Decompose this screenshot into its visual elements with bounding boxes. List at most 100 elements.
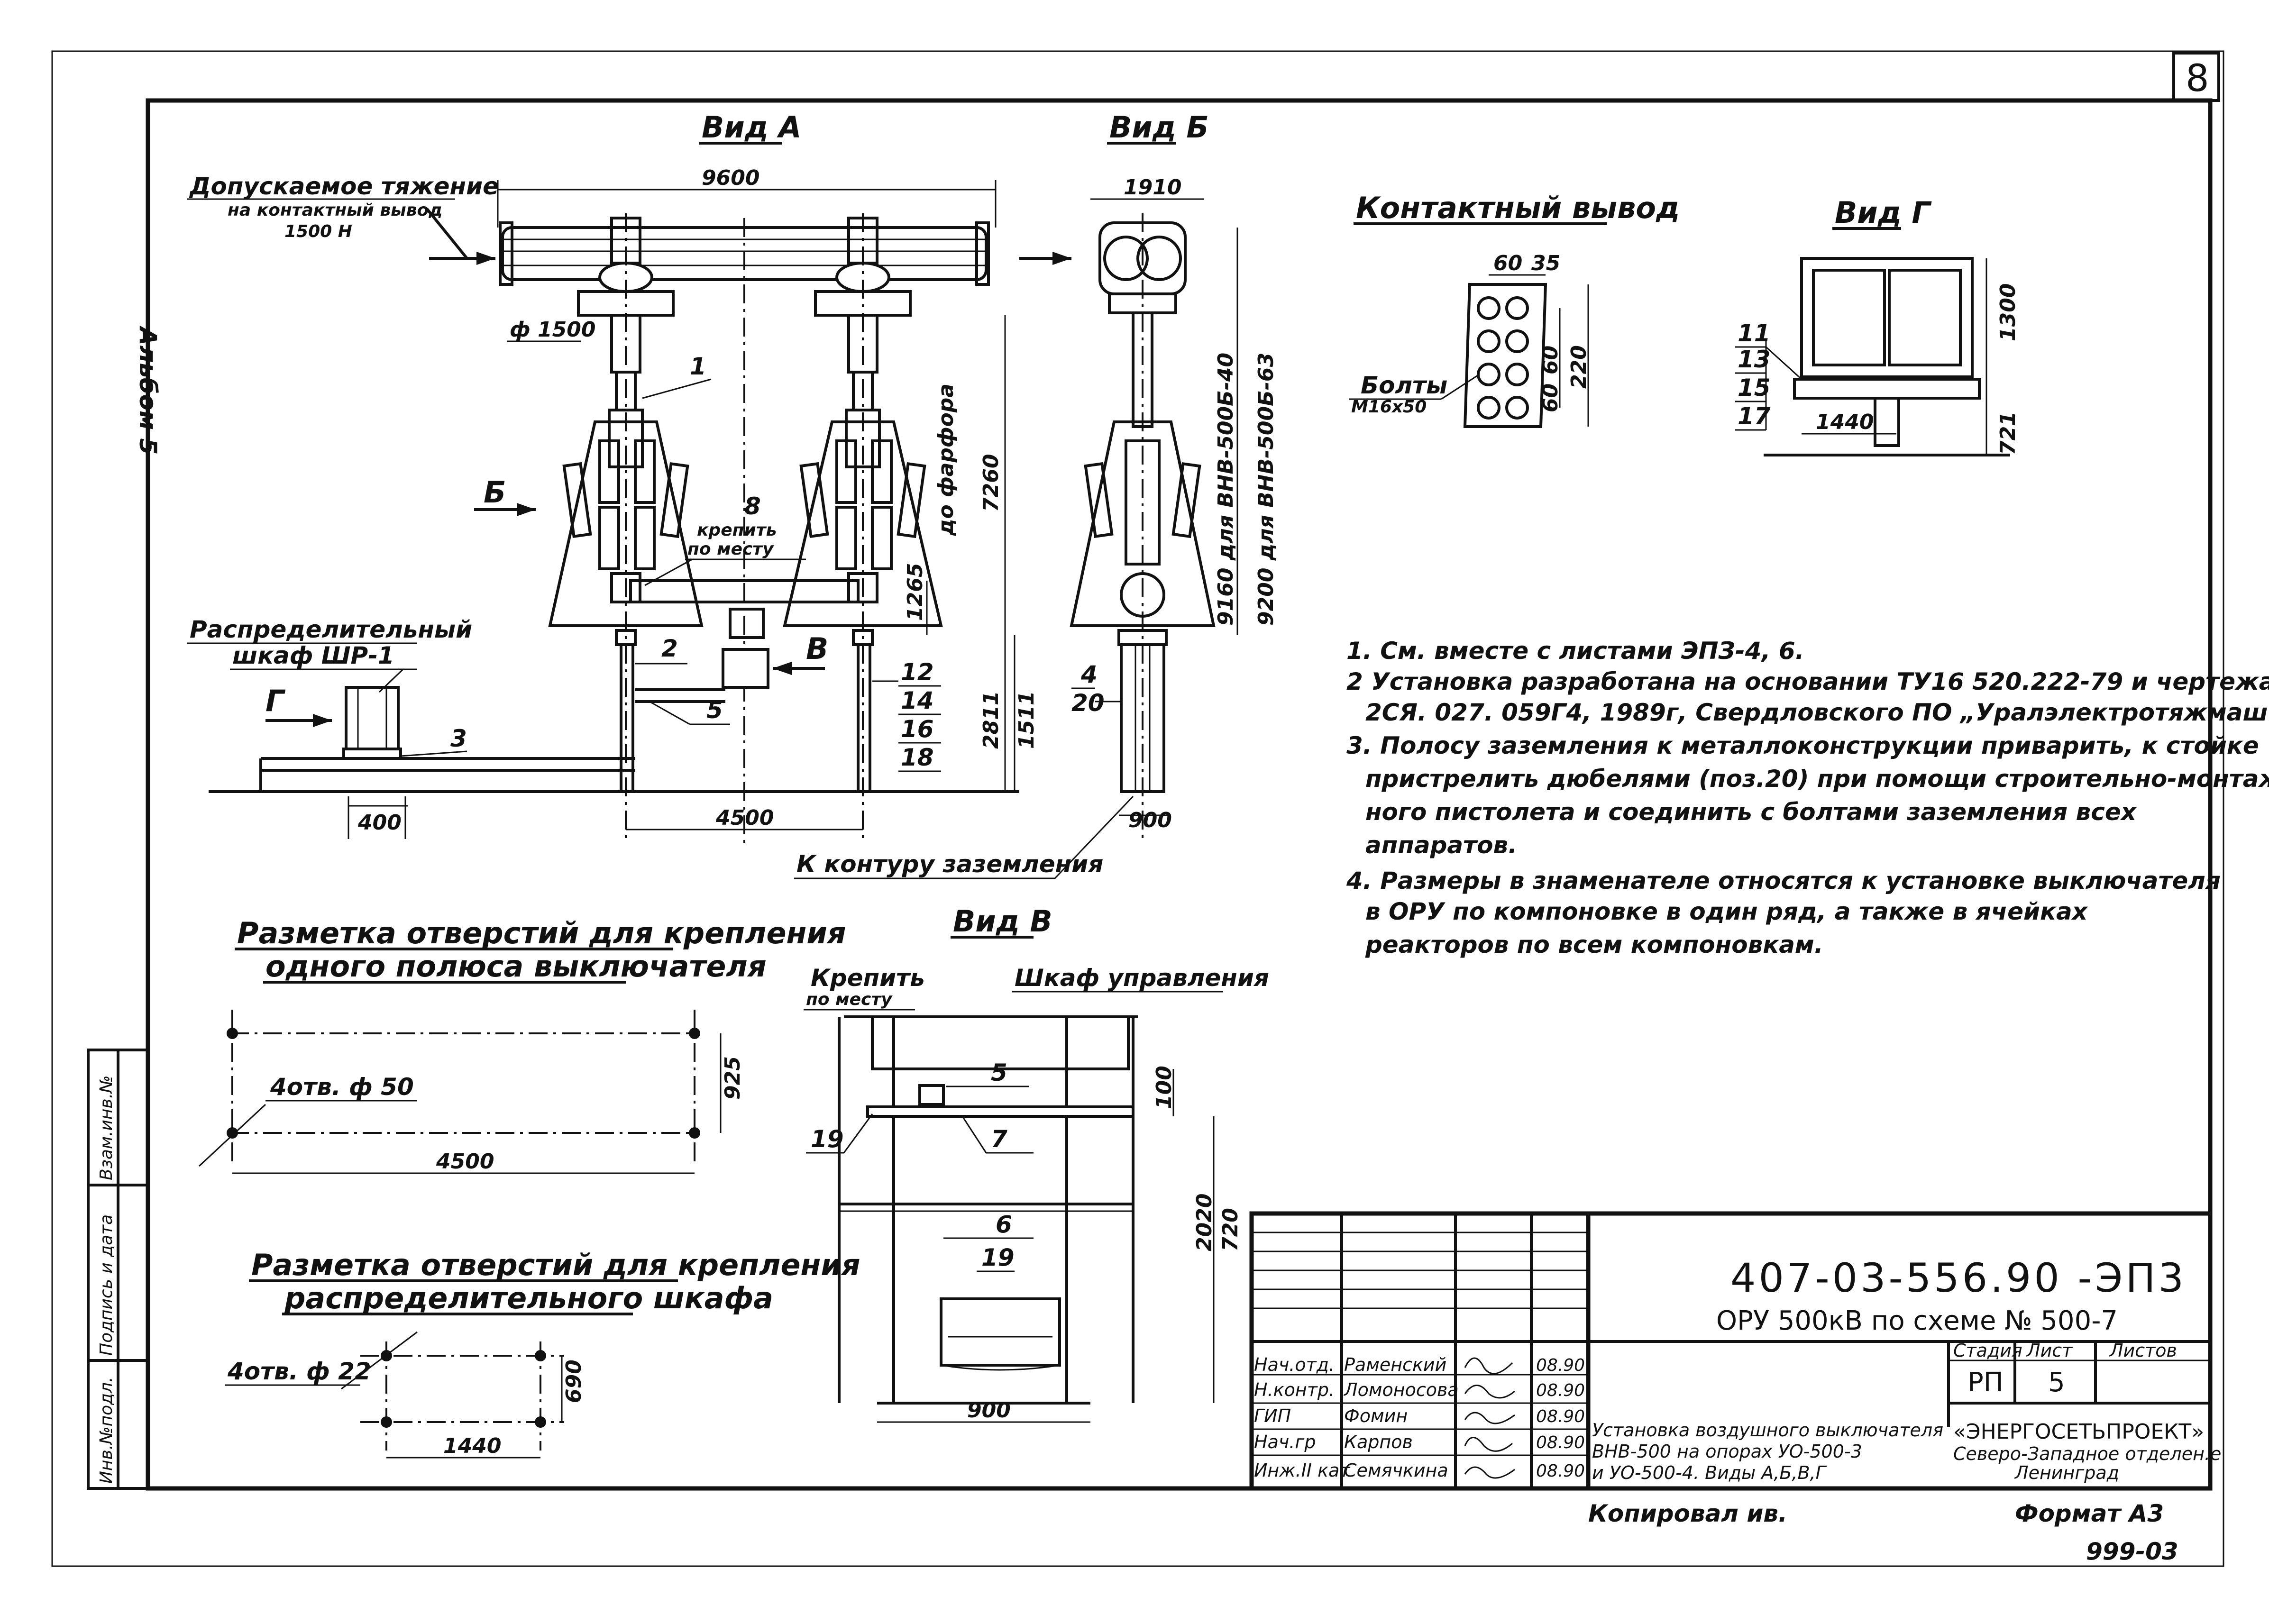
pole-left bbox=[548, 213, 704, 844]
tb-signer-name-4: Карпов bbox=[1344, 1432, 1413, 1452]
view-b-pos-4: 4 bbox=[1080, 661, 1098, 688]
marking-pole-title-1: Разметка отверстий для крепления bbox=[237, 916, 846, 950]
view-g-pos-17: 17 bbox=[1738, 402, 1771, 430]
pos-8: 8 bbox=[744, 493, 761, 520]
view-v-title: Вид В bbox=[953, 904, 1052, 939]
note-line-10: реакторов по всем компоновкам. bbox=[1365, 931, 1823, 958]
view-b-dim-width: 1910 bbox=[1124, 175, 1181, 200]
format-label: Формат А3 bbox=[2015, 1500, 2164, 1527]
tb-signer-role-5: Инж.II кат bbox=[1254, 1460, 1351, 1481]
inner-frame bbox=[146, 98, 2213, 1491]
marking-cabinet-holes: 4отв. ф 22 bbox=[227, 1358, 371, 1385]
view-g-dim-1440: 1440 bbox=[1816, 410, 1874, 434]
copied-by: Копировал ив. bbox=[1588, 1500, 1787, 1527]
tb-signer-date-5: 08.90 bbox=[1536, 1461, 1585, 1481]
tb-signer-name-5: Семячкина bbox=[1344, 1460, 1448, 1481]
label-cabinet-1: Распределительный bbox=[190, 616, 472, 643]
view-g-dim-721: 721 bbox=[1996, 411, 2020, 455]
contact-dim-60c: 60 bbox=[1538, 383, 1563, 412]
tb-org-3: Ленинград bbox=[2014, 1462, 2119, 1483]
mark-g: Г bbox=[265, 684, 286, 718]
pos-16: 16 bbox=[901, 715, 934, 743]
tb-signer-role-2: Н.контр. bbox=[1254, 1379, 1335, 1400]
tb-sheets-label: Листов bbox=[2109, 1340, 2177, 1361]
note-line-8: 4. Размеры в знаменателе относятся к уст… bbox=[1346, 867, 2221, 894]
label-cabinet-2: шкаф ШР-1 bbox=[232, 642, 394, 669]
mark-v: В bbox=[806, 631, 828, 666]
view-b: Вид Б 1910 9160 для ВНВ-500Б-40 9200 для… bbox=[1070, 110, 1278, 844]
tb-code: 407-03-556.90 -ЭП3 bbox=[1730, 1255, 2187, 1301]
fix-1: крепить bbox=[697, 520, 777, 540]
view-b-dim-900: 900 bbox=[1128, 808, 1172, 832]
view-v-fix-2: по месту bbox=[806, 990, 893, 1009]
tb-stage-label: Стадия bbox=[1953, 1340, 2022, 1361]
contact-title: Контактный вывод bbox=[1356, 191, 1680, 225]
pos-1: 1 bbox=[690, 353, 706, 380]
view-v-pos-19a: 19 bbox=[811, 1125, 844, 1153]
side-stamp: Инв.№подл. Подпись и дата Взам.инв.№ bbox=[87, 1049, 149, 1490]
dim-1265: 1265 bbox=[903, 563, 927, 621]
pos-3: 3 bbox=[450, 725, 467, 752]
contact-dim-35: 35 bbox=[1531, 251, 1560, 275]
tb-org-2: Северо-Западное отделен.е bbox=[1953, 1443, 2221, 1464]
view-b-dim-h1: 9160 для ВНВ-500Б-40 bbox=[1214, 353, 1238, 626]
note-line-2: 2 Установка разработана на основании ТУ1… bbox=[1346, 668, 2269, 695]
title-block: 407-03-556.90 -ЭП3 ОРУ 500кВ по схеме № … bbox=[1249, 1211, 2221, 1491]
view-g-title: Вид Г bbox=[1835, 195, 1932, 230]
tb-desc-2: ВНВ-500 на опорах УО-500-3 bbox=[1592, 1441, 1862, 1462]
ground-label: К контуру заземления bbox=[796, 850, 1103, 878]
tb-sheet: 5 bbox=[2048, 1367, 2065, 1398]
dim-2811: 2811 bbox=[979, 691, 1003, 749]
view-g-pos-13: 13 bbox=[1738, 346, 1771, 373]
dim-base: 400 bbox=[357, 811, 402, 835]
view-v-pos-5: 5 bbox=[991, 1059, 1007, 1086]
note-line-3: 2СЯ. 027. 059Г4, 1989г, Свердловского ПО… bbox=[1365, 699, 2269, 726]
view-v-dim-900: 900 bbox=[967, 1398, 1011, 1423]
dim-span: 4500 bbox=[715, 806, 774, 830]
tb-desc-3: и УО-500-4. Виды А,Б,В,Г bbox=[1592, 1462, 1827, 1483]
view-g-dim-1300: 1300 bbox=[1996, 283, 2020, 341]
pos-12: 12 bbox=[901, 658, 934, 686]
marking-cabinet-dim-1440: 1440 bbox=[443, 1434, 501, 1458]
tb-signer-role-3: ГИП bbox=[1254, 1405, 1291, 1426]
view-b-pos-20: 20 bbox=[1071, 689, 1105, 717]
view-v-pos-7: 7 bbox=[991, 1125, 1007, 1153]
note-line-9: в ОРУ по компоновке в один ряд, а также … bbox=[1365, 898, 2088, 925]
outer-frame bbox=[51, 50, 2224, 1567]
dim-diam: ф 1500 bbox=[510, 318, 595, 342]
view-b-dim-h2: 9200 для ВНВ-500Б-63 bbox=[1254, 353, 1278, 626]
tb-signer-date-3: 08.90 bbox=[1536, 1407, 1585, 1426]
pos-5: 5 bbox=[706, 696, 723, 724]
dim-height: 7260 bbox=[979, 454, 1003, 512]
contact-dim-60: 60 bbox=[1493, 251, 1522, 275]
note-line-6: ного пистолета и соединить с болтами заз… bbox=[1365, 798, 2137, 826]
contact-dim-220: 220 bbox=[1567, 345, 1591, 389]
mark-b: Б bbox=[484, 475, 506, 510]
marking-cabinet: Разметка отверстий для крепления распред… bbox=[225, 1248, 860, 1459]
notes: 1. См. вместе с листами ЭПЗ-4, 6. 2 Уста… bbox=[1346, 637, 2269, 958]
marking-pole-title-2: одного полюса выключателя bbox=[265, 949, 767, 984]
contact-bolts-1: Болты bbox=[1361, 372, 1447, 399]
view-v-dim-2020: 2020 bbox=[1192, 1194, 1217, 1251]
tb-signer-name-3: Фомин bbox=[1344, 1405, 1408, 1426]
fix-2: по месту bbox=[687, 539, 774, 559]
dim-1511: 1511 bbox=[1015, 691, 1039, 749]
marking-pole-dim-4500: 4500 bbox=[436, 1150, 494, 1174]
archive-number: 999-03 bbox=[2086, 1538, 2178, 1565]
note-line-1: 1. См. вместе с листами ЭПЗ-4, 6. bbox=[1346, 637, 1804, 665]
contact-dim-60b: 60 bbox=[1538, 346, 1563, 374]
tb-signer-role-1: Нач.отд. bbox=[1254, 1354, 1335, 1375]
album-stamp: Альбом 5 bbox=[134, 325, 162, 455]
view-v-cabinet: Шкаф управления bbox=[1015, 964, 1269, 992]
view-a-title: Вид А bbox=[702, 110, 801, 145]
load-note-2: на контактный вывод bbox=[228, 201, 442, 220]
tb-sheet-label: Лист bbox=[2026, 1340, 2073, 1361]
view-v-pos-19b: 19 bbox=[981, 1244, 1015, 1271]
tb-signer-role-4: Нач.гр bbox=[1254, 1432, 1316, 1452]
load-note-3: 1500 Н bbox=[284, 222, 352, 241]
tb-org-1: «ЭНЕРГОСЕТЬПРОЕКТ» bbox=[1953, 1420, 2204, 1444]
marking-cabinet-title-1: Разметка отверстий для крепления bbox=[251, 1248, 860, 1282]
view-v-pos-6: 6 bbox=[996, 1211, 1012, 1238]
side-stamp-inv: Инв.№подл. bbox=[97, 1377, 116, 1484]
